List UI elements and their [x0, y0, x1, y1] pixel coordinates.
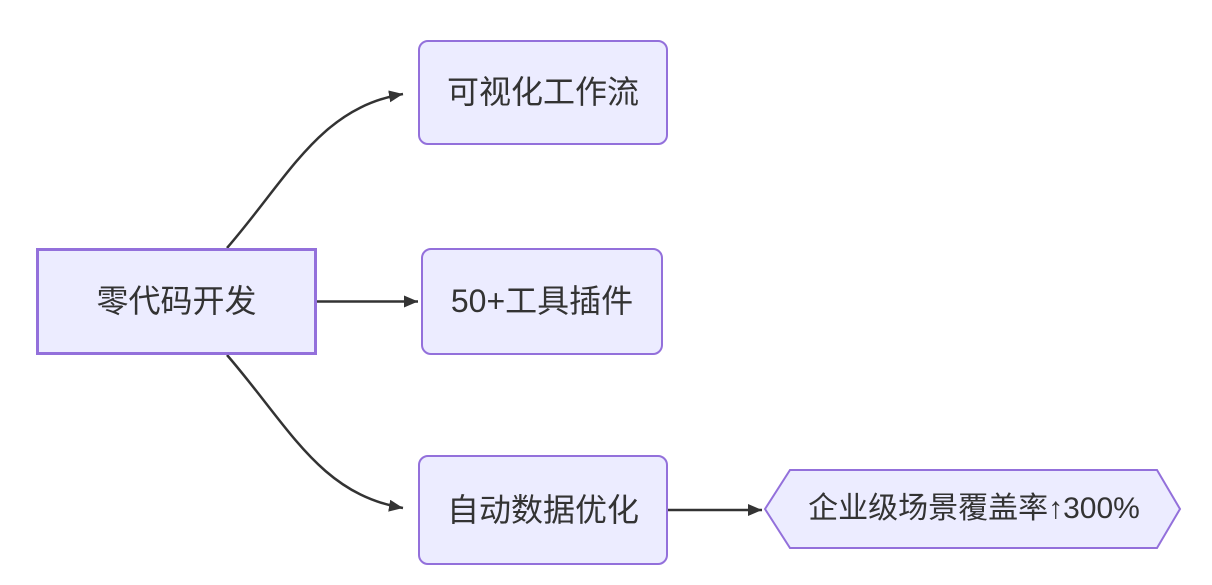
node-bran3-label: 自动数据优化	[446, 491, 639, 528]
node-result: 企业级场景覆盖率↑300%	[790, 470, 1158, 548]
node-root: 零代码开发	[36, 248, 317, 355]
node-branch1-label: 可视化工作流	[446, 74, 639, 111]
node-result-hexagon	[763, 469, 1182, 549]
edge-root-to-branch1	[226, 90, 404, 249]
node-branch3: 自动数据优化	[418, 455, 668, 565]
node-root-label: 零代码开发	[96, 283, 257, 320]
edge-root-to-branch3	[226, 354, 404, 512]
node-branch2: 50+工具插件	[421, 248, 663, 355]
node-branch2-label: 50+工具插件	[450, 283, 634, 320]
node-result-label: 企业级场景覆盖率↑300%	[808, 492, 1140, 525]
node-branch1: 可视化工作流	[418, 40, 668, 145]
